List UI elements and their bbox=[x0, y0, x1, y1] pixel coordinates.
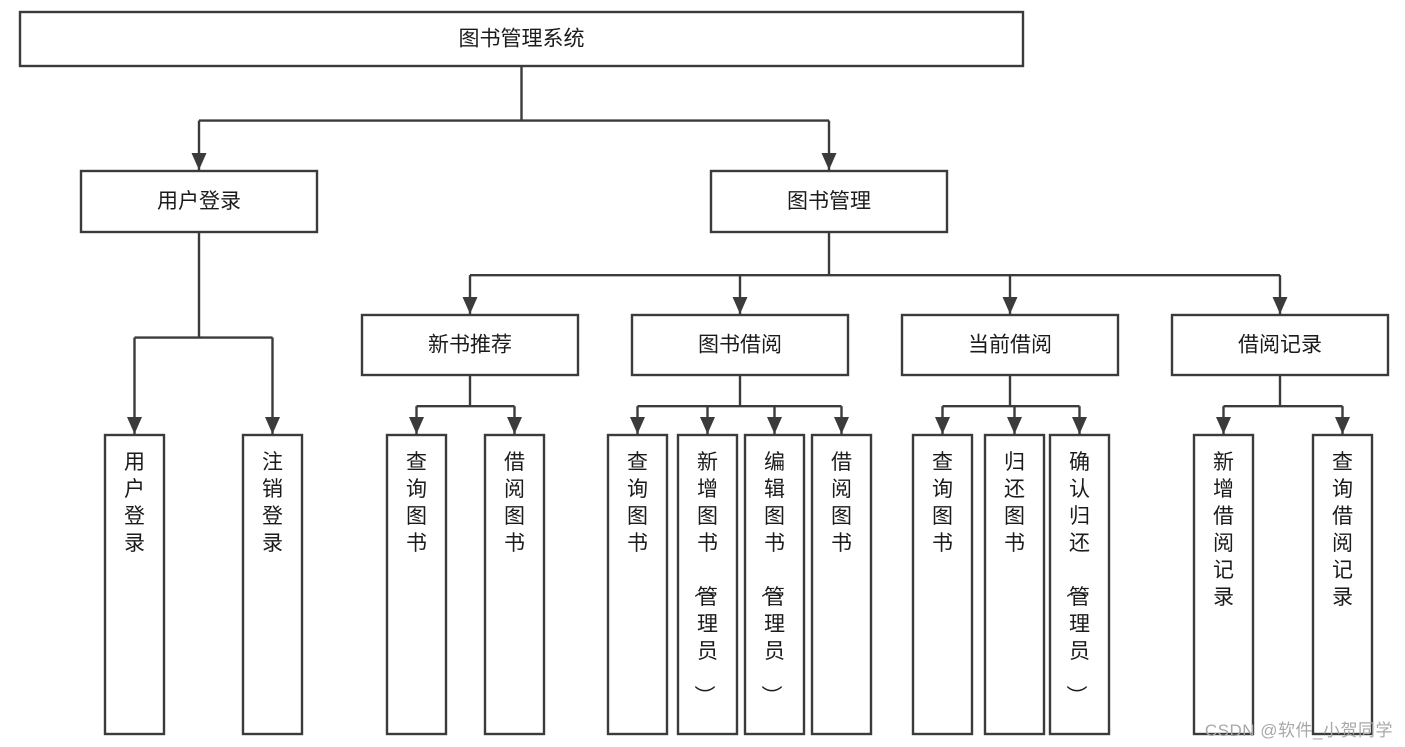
node-leaf-query-record[interactable]: 查询借阅记录 bbox=[1311, 433, 1374, 736]
edge-arrowhead bbox=[507, 417, 522, 434]
edge-arrowhead bbox=[630, 417, 645, 434]
node-new-book-rec[interactable]: 新书推荐 bbox=[360, 313, 580, 377]
node-box bbox=[1048, 433, 1111, 736]
edge-arrowhead bbox=[732, 297, 748, 314]
edge-arrowhead bbox=[821, 153, 837, 170]
node-label: 借阅记录 bbox=[1238, 334, 1322, 357]
node-box bbox=[1170, 313, 1390, 377]
edge-arrowhead bbox=[409, 417, 424, 434]
node-layer: 图书管理系统用户登录图书管理新书推荐图书借阅当前借阅借阅记录用户登录注销登录查询… bbox=[18, 10, 1390, 736]
edge-arrowhead bbox=[700, 417, 715, 434]
node-box bbox=[810, 433, 873, 736]
node-box bbox=[385, 433, 448, 736]
node-label: 查询借阅记录 bbox=[1332, 451, 1353, 609]
node-leaf-return-book[interactable]: 归还图书 bbox=[983, 433, 1046, 736]
node-leaf-edit-book[interactable]: 编辑图书（管理员） bbox=[743, 433, 806, 736]
node-label: 编辑图书（管理员） bbox=[759, 451, 785, 706]
node-box bbox=[18, 10, 1025, 68]
node-label: 用户登录 bbox=[157, 190, 241, 213]
node-leaf-query-book-rec[interactable]: 查询图书 bbox=[385, 433, 448, 736]
node-leaf-confirm-return[interactable]: 确认归还（管理员） bbox=[1048, 433, 1111, 736]
node-label: 归还图书 bbox=[1004, 451, 1025, 555]
node-leaf-add-record[interactable]: 新增借阅记录 bbox=[1192, 433, 1255, 736]
node-box bbox=[360, 313, 580, 377]
node-box bbox=[1192, 433, 1255, 736]
node-box bbox=[1311, 433, 1374, 736]
node-box bbox=[676, 433, 739, 736]
edge-arrowhead bbox=[1272, 297, 1288, 314]
node-box bbox=[630, 313, 850, 377]
edge-arrowhead bbox=[265, 417, 280, 434]
node-leaf-borrow-book[interactable]: 借阅图书 bbox=[810, 433, 873, 736]
node-box bbox=[900, 313, 1120, 377]
edge-arrowhead bbox=[1072, 417, 1087, 434]
node-label: 查询图书 bbox=[932, 451, 953, 555]
edge-layer bbox=[127, 66, 1350, 434]
edge-arrowhead bbox=[127, 417, 142, 434]
node-box bbox=[911, 433, 974, 736]
node-leaf-borrow-book-rec[interactable]: 借阅图书 bbox=[483, 433, 546, 736]
node-box bbox=[606, 433, 669, 736]
node-current-borrow[interactable]: 当前借阅 bbox=[900, 313, 1120, 377]
node-label: 新增借阅记录 bbox=[1213, 451, 1234, 609]
node-leaf-query-book-cur[interactable]: 查询图书 bbox=[911, 433, 974, 736]
node-borrow-record[interactable]: 借阅记录 bbox=[1170, 313, 1390, 377]
edge-arrowhead bbox=[1335, 417, 1350, 434]
node-label: 查询图书 bbox=[406, 451, 427, 555]
node-label: 查询图书 bbox=[627, 451, 648, 555]
node-label: 图书管理 bbox=[787, 190, 871, 213]
node-box bbox=[103, 433, 166, 736]
edge-arrowhead bbox=[767, 417, 782, 434]
node-book-borrow[interactable]: 图书借阅 bbox=[630, 313, 850, 377]
node-label: 注销登录 bbox=[262, 451, 283, 555]
node-box bbox=[743, 433, 806, 736]
node-label: 图书管理系统 bbox=[459, 28, 585, 51]
node-label: 图书借阅 bbox=[698, 334, 782, 357]
edge-arrowhead bbox=[462, 297, 478, 314]
node-box bbox=[709, 169, 949, 234]
edge-arrowhead bbox=[1002, 297, 1018, 314]
node-book-manage[interactable]: 图书管理 bbox=[709, 169, 949, 234]
node-label: 新书推荐 bbox=[428, 334, 512, 357]
edge-arrowhead bbox=[935, 417, 950, 434]
node-leaf-user-login[interactable]: 用户登录 bbox=[103, 433, 166, 736]
node-root[interactable]: 图书管理系统 bbox=[18, 10, 1025, 68]
node-label: 当前借阅 bbox=[968, 334, 1052, 357]
node-leaf-query-book-borrow[interactable]: 查询图书 bbox=[606, 433, 669, 736]
node-leaf-logout[interactable]: 注销登录 bbox=[241, 433, 304, 736]
node-box bbox=[79, 169, 319, 234]
edge-arrowhead bbox=[191, 153, 207, 170]
node-user-login[interactable]: 用户登录 bbox=[79, 169, 319, 234]
edge-arrowhead bbox=[834, 417, 849, 434]
node-box bbox=[983, 433, 1046, 736]
node-label: 借阅图书 bbox=[831, 451, 852, 555]
edge-arrowhead bbox=[1216, 417, 1231, 434]
node-label: 用户登录 bbox=[124, 451, 145, 555]
node-leaf-add-book[interactable]: 新增图书（管理员） bbox=[676, 433, 739, 736]
edge-arrowhead bbox=[1007, 417, 1022, 434]
node-box bbox=[483, 433, 546, 736]
node-box bbox=[241, 433, 304, 736]
node-label: 借阅图书 bbox=[504, 451, 525, 555]
node-label: 确认归还（管理员） bbox=[1064, 451, 1090, 706]
node-label: 新增图书（管理员） bbox=[692, 451, 718, 706]
